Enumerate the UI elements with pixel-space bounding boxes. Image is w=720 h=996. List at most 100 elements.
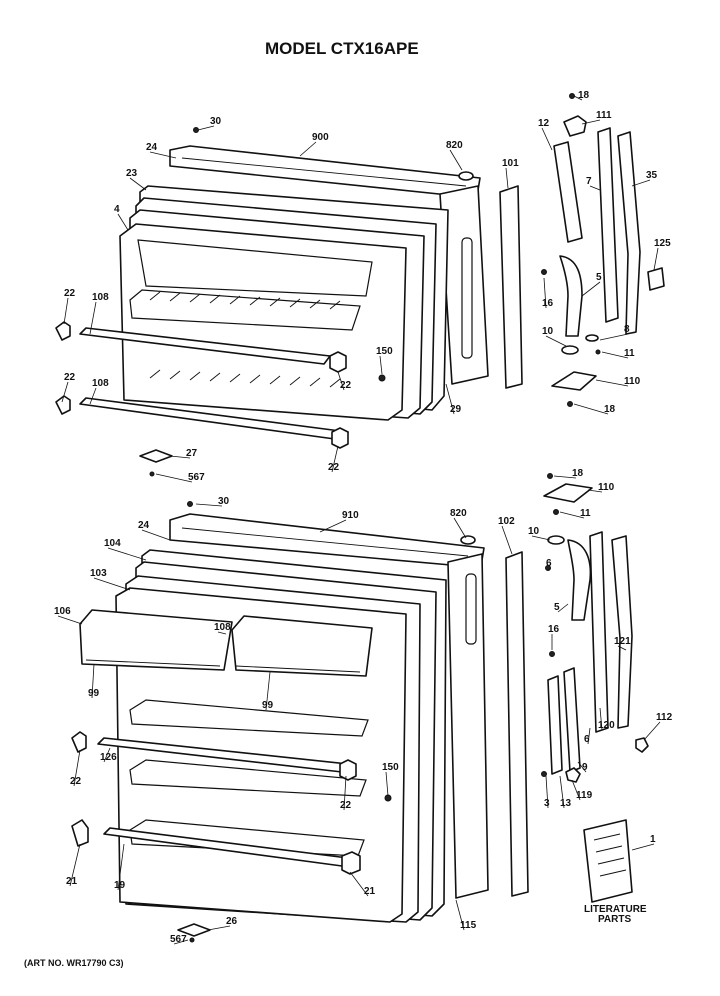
callout-567: 567 <box>170 934 187 945</box>
callout-120: 120 <box>598 720 615 731</box>
callout-18: 18 <box>604 404 616 415</box>
callout-126: 126 <box>100 752 117 763</box>
callout-115: 115 <box>460 920 477 931</box>
callout-10: 10 <box>542 326 554 337</box>
callout-leader <box>57 615 83 625</box>
callout-8: 8 <box>624 324 630 335</box>
door-top-cap <box>169 145 481 197</box>
callout-11: 11 <box>624 348 635 359</box>
callout-leader <box>531 535 551 541</box>
gasket-strip <box>505 551 529 897</box>
callout-leader <box>587 727 591 745</box>
hinge <box>567 539 592 621</box>
callout-leader <box>553 475 577 479</box>
callout-1: 1 <box>650 834 656 845</box>
plug <box>460 535 476 545</box>
callout-leader <box>69 843 81 887</box>
hinge-bracket <box>543 483 593 503</box>
art-number: (ART NO. WR17790 C3) <box>24 958 124 968</box>
callout-18: 18 <box>572 468 584 479</box>
callout-leader <box>129 177 147 191</box>
callout-125: 125 <box>654 238 671 249</box>
callout-leader <box>581 119 601 125</box>
callout-4: 4 <box>114 204 120 215</box>
callout-22: 22 <box>340 800 352 811</box>
callout-leader <box>379 355 383 375</box>
fresh-food-hinge-hardware <box>505 473 649 903</box>
plug <box>458 171 474 181</box>
callout-leader <box>573 95 583 101</box>
screw <box>378 374 386 382</box>
callout-10: 10 <box>528 526 540 537</box>
door-inner-liner <box>119 223 407 421</box>
handle <box>611 535 633 729</box>
callout-6: 6 <box>546 558 552 569</box>
screw <box>193 127 199 133</box>
callout-3: 3 <box>544 798 550 809</box>
callout-leader <box>207 925 231 931</box>
bushing <box>547 535 565 545</box>
callout-7: 7 <box>586 176 592 187</box>
bar-clip <box>55 395 71 415</box>
callout-leader <box>93 577 131 591</box>
callout-leader <box>319 519 347 533</box>
callout-26: 26 <box>226 916 238 927</box>
screw <box>541 771 547 777</box>
callout-leader <box>299 141 317 157</box>
callout-leader <box>599 707 603 731</box>
screw <box>541 269 547 275</box>
callout-leader <box>543 277 547 309</box>
fresh-food-door-assembly <box>71 501 489 943</box>
end-cap <box>647 267 665 291</box>
callout-21: 21 <box>364 886 376 897</box>
hinge-strip <box>563 667 581 773</box>
gasket-strip <box>499 185 523 389</box>
callout-110: 110 <box>624 376 641 387</box>
callout-103: 103 <box>90 568 107 579</box>
hinge-pin <box>563 115 587 137</box>
hinge-strip <box>547 675 563 775</box>
callout-5: 5 <box>554 602 560 613</box>
callout-leader <box>117 843 125 891</box>
stop-block <box>139 449 173 463</box>
bar-clip <box>329 351 347 373</box>
callout-leader <box>545 775 549 809</box>
callout-leader <box>631 843 655 851</box>
callout-16: 16 <box>542 298 554 309</box>
callout-820: 820 <box>450 508 467 519</box>
callout-leader <box>545 335 567 347</box>
bar-clip <box>55 321 71 341</box>
callout-900: 900 <box>312 132 329 143</box>
callout-22: 22 <box>340 380 352 391</box>
callout-21: 21 <box>66 876 78 887</box>
callout-108: 108 <box>92 292 109 303</box>
callout-leader <box>63 297 69 325</box>
bar-clip <box>331 427 349 449</box>
door-side-panel <box>439 185 489 385</box>
dairy-door <box>79 609 233 671</box>
freezer-door-assembly <box>55 127 489 477</box>
callout-29: 29 <box>450 404 462 415</box>
callout-labels: 3090082024234101121811173512585161011110… <box>54 90 673 945</box>
callout-16: 16 <box>548 624 560 635</box>
door-side-panel <box>447 553 489 899</box>
callout-leader <box>601 351 629 359</box>
callout-22: 22 <box>64 372 76 383</box>
callout-30: 30 <box>218 496 230 507</box>
screw <box>187 501 193 507</box>
freezer-hinge-hardware <box>499 93 665 407</box>
callout-leader <box>631 179 651 187</box>
literature-label-2: PARTS <box>598 914 631 925</box>
callout-leader <box>337 371 345 391</box>
callout-leader <box>89 387 97 405</box>
callout-150: 150 <box>382 762 399 773</box>
callout-leader <box>173 939 189 945</box>
callout-leader <box>61 381 69 403</box>
callout-leader <box>573 403 609 415</box>
callout-leader <box>455 899 465 931</box>
callout-leader <box>571 779 581 801</box>
callout-24: 24 <box>138 520 150 531</box>
callout-11: 11 <box>580 508 591 519</box>
